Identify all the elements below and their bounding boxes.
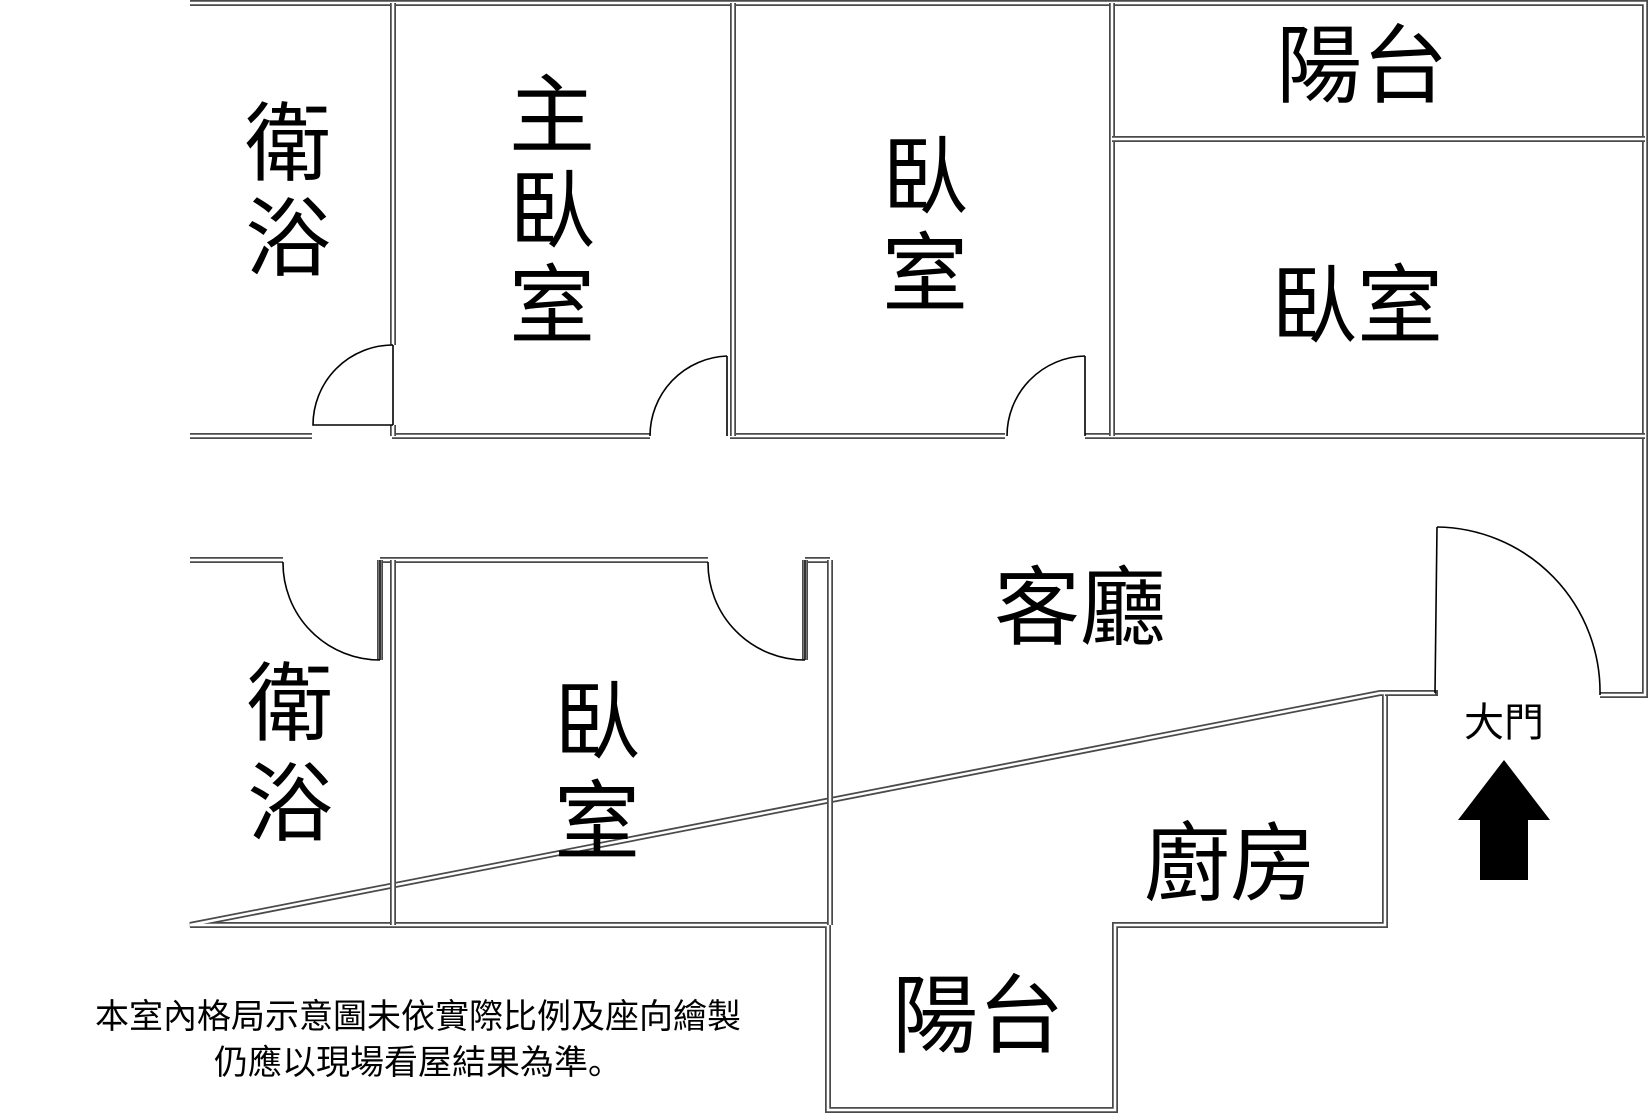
label-master-bedroom-char3: 室 bbox=[509, 256, 595, 356]
room-labels: 衛 浴 主 臥 室 臥 室 陽台 臥室 客廳 衛 浴 臥 室 廚房 陽台 大門 bbox=[245, 16, 1544, 1066]
label-bath-bottom-char2: 浴 bbox=[247, 754, 333, 854]
label-balcony-top: 陽台 bbox=[1276, 16, 1448, 116]
disclaimer-note: 本室內格局示意圖未依實際比例及座向繪製 仍應以現場看屋結果為準。 bbox=[95, 997, 741, 1083]
label-bedroom-middle-char1: 臥 bbox=[882, 127, 968, 227]
door-main-entrance bbox=[1434, 526, 1438, 694]
label-bedroom-right: 臥室 bbox=[1271, 256, 1443, 356]
disclaimer-line-2: 仍應以現場看屋結果為準。 bbox=[214, 1043, 622, 1083]
label-bath-top-char2: 浴 bbox=[245, 189, 331, 289]
label-bath-bottom-char1: 衛 bbox=[247, 654, 333, 754]
disclaimer-line-1: 本室內格局示意圖未依實際比例及座向繪製 bbox=[95, 997, 741, 1037]
label-living-room: 客廳 bbox=[994, 558, 1166, 658]
doors bbox=[282, 344, 1601, 696]
label-master-bedroom-char1: 主 bbox=[509, 66, 595, 166]
label-balcony-bottom: 陽台 bbox=[892, 966, 1064, 1066]
top-vertical-walls bbox=[390, 3, 1115, 436]
arrow-up-icon bbox=[1458, 760, 1550, 880]
label-master-bedroom-char2: 臥 bbox=[509, 161, 595, 261]
label-bath-top-char1: 衛 bbox=[245, 94, 331, 194]
label-bedroom-bottom-char2: 室 bbox=[554, 772, 640, 872]
label-bedroom-bottom-char1: 臥 bbox=[554, 672, 640, 772]
label-bedroom-middle-char2: 室 bbox=[882, 224, 968, 324]
label-kitchen: 廚房 bbox=[1144, 814, 1316, 914]
label-main-entrance: 大門 bbox=[1464, 700, 1544, 746]
